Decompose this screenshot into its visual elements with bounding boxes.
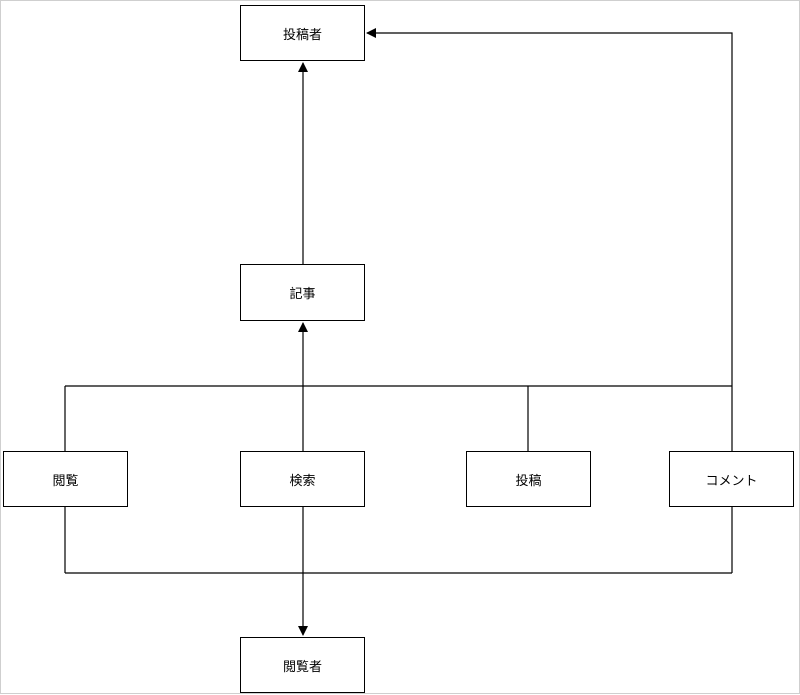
node-search[interactable]: 検索 bbox=[240, 451, 365, 507]
edge-comment-to-poster bbox=[366, 28, 733, 451]
node-poster[interactable]: 投稿者 bbox=[240, 5, 365, 61]
node-post[interactable]: 投稿 bbox=[466, 451, 591, 507]
node-viewer[interactable]: 閲覧者 bbox=[240, 637, 365, 693]
node-article[interactable]: 記事 bbox=[240, 264, 365, 321]
node-comment[interactable]: コメント bbox=[669, 451, 794, 507]
node-view[interactable]: 閲覧 bbox=[3, 451, 128, 507]
